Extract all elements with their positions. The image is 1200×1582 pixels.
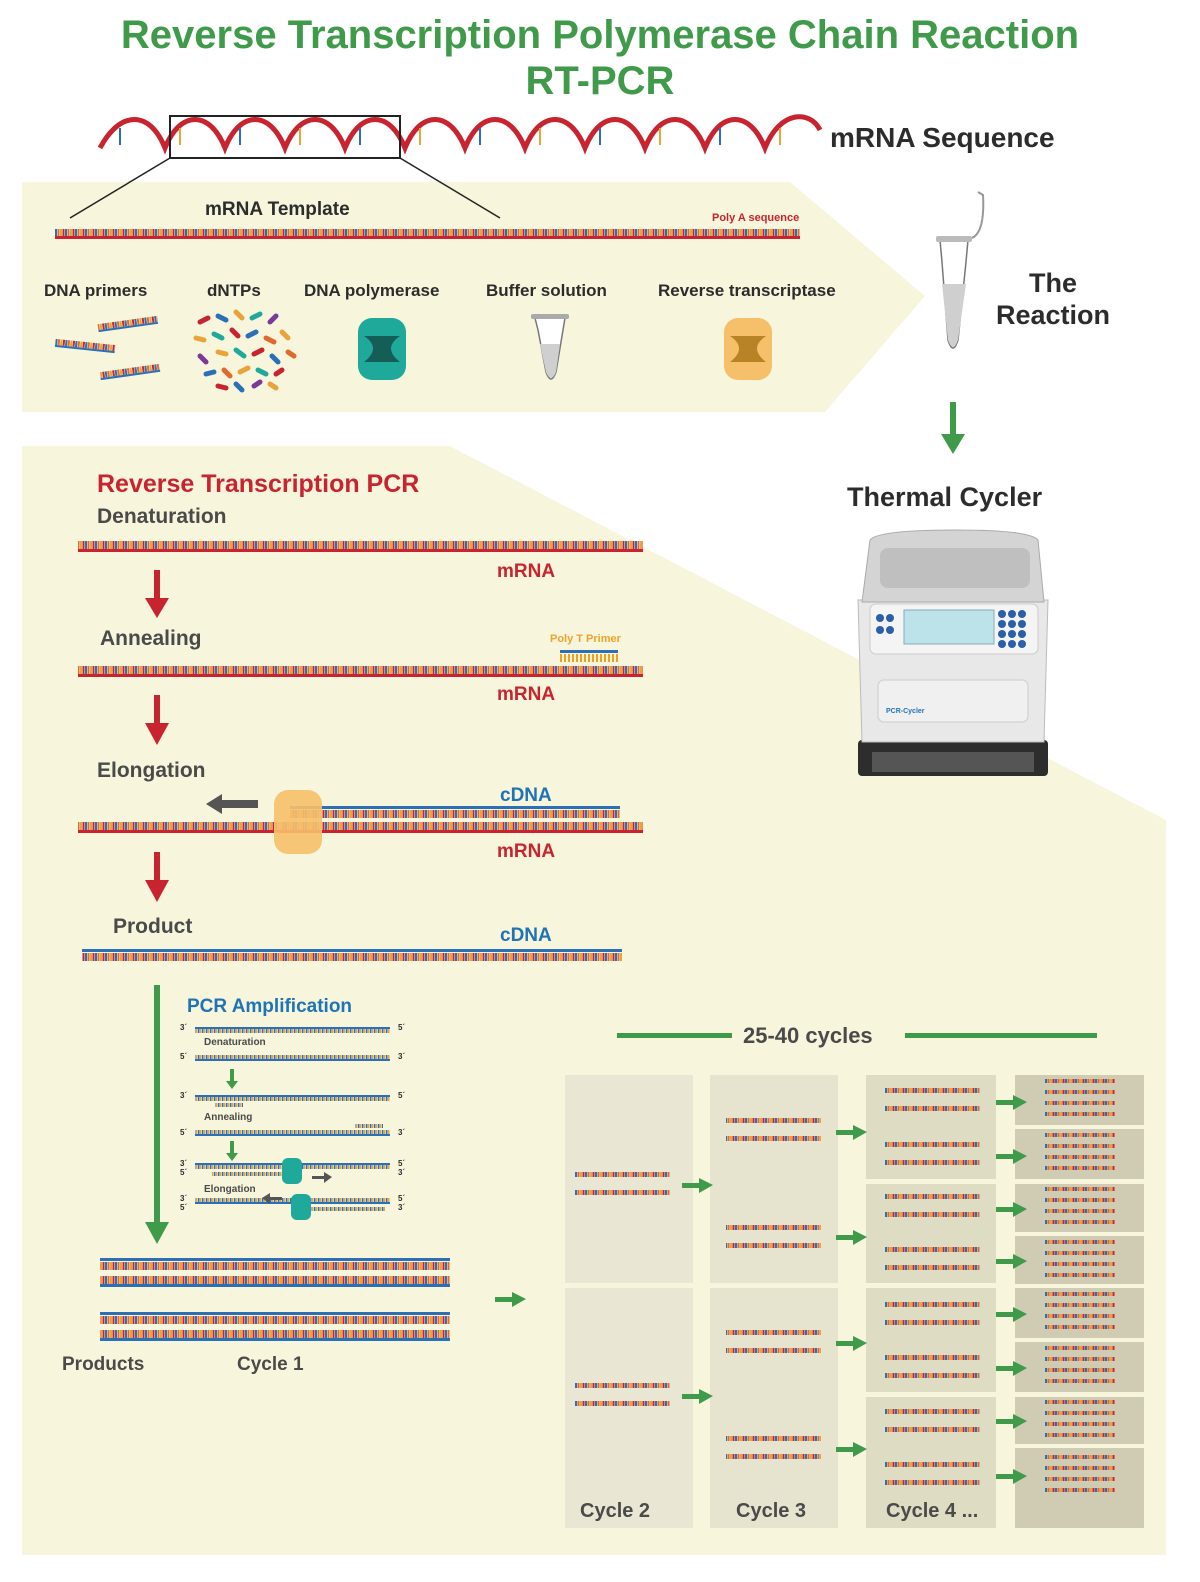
reagents-panel bbox=[22, 182, 925, 412]
amp-5prime-b: 5´ bbox=[180, 1052, 188, 1061]
rt-pcr-heading: Reverse Transcription PCR bbox=[97, 470, 420, 498]
poly-t-primer-strand bbox=[560, 650, 618, 662]
green-arrow-long bbox=[145, 985, 169, 1244]
thermal-cycler-label: Thermal Cycler bbox=[847, 482, 1043, 512]
mrna-template-strand bbox=[55, 229, 800, 239]
cycle2-label: Cycle 2 bbox=[580, 1500, 651, 1522]
pcr-amp-strands bbox=[195, 1027, 390, 1220]
dna-polymerase-icon bbox=[358, 318, 406, 380]
dntps-icon bbox=[193, 309, 297, 393]
denaturation-mrna-strand bbox=[78, 541, 643, 552]
poly-t-primer-label: Poly T Primer bbox=[550, 633, 621, 645]
cycles-line-right bbox=[905, 1033, 1097, 1038]
main-title-line1: Reverse Transcription Polymerase Chain R… bbox=[120, 13, 1080, 57]
step-product: Product bbox=[113, 915, 193, 938]
step-denaturation: Denaturation bbox=[97, 505, 227, 528]
amp-5prime-f: 5´ bbox=[180, 1168, 188, 1177]
annealing-mrna-strand bbox=[78, 666, 643, 677]
reagent-dna-polymerase: DNA polymerase bbox=[304, 281, 440, 300]
products-label: Products bbox=[62, 1354, 145, 1375]
pcr-amplification-heading: PCR Amplification bbox=[187, 996, 353, 1017]
thermal-cycler-machine bbox=[857, 529, 1049, 776]
amp-5prime-c: 5´ bbox=[398, 1091, 406, 1100]
amp-5prime-d: 5´ bbox=[180, 1128, 188, 1137]
mrna-label-2: mRNA bbox=[497, 684, 556, 705]
cycles-count-label: 25-40 cycles bbox=[743, 1023, 873, 1048]
red-arrow-2 bbox=[145, 695, 169, 745]
cycle-mini-dna bbox=[575, 1088, 980, 1485]
reverse-transcriptase-icon bbox=[724, 318, 772, 380]
thermal-cycler-brand: PCR-Cycler bbox=[886, 708, 925, 715]
amp-5prime-h: 5´ bbox=[180, 1203, 188, 1212]
amp-5prime-e: 5´ bbox=[398, 1159, 406, 1168]
reagent-dntps: dNTPs bbox=[207, 281, 261, 300]
red-arrow-1 bbox=[145, 570, 169, 618]
reaction-label-line1: The bbox=[1028, 268, 1077, 298]
cdna-label-2: cDNA bbox=[500, 925, 552, 946]
product-cdna-strand bbox=[82, 949, 622, 961]
cycle-arrows bbox=[682, 1095, 1027, 1484]
cycles-line-left bbox=[617, 1033, 732, 1038]
amp-3prime-a: 3´ bbox=[180, 1023, 188, 1032]
mrna-sequence-label: mRNA Sequence bbox=[830, 122, 1055, 153]
mrna-label-3: mRNA bbox=[497, 841, 556, 862]
amp-3prime-d: 3´ bbox=[398, 1128, 406, 1137]
reagent-reverse-transcriptase: Reverse transcriptase bbox=[658, 281, 836, 300]
elongation-strands bbox=[78, 806, 643, 833]
elongation-enzyme bbox=[274, 790, 322, 854]
reaction-label-line2: Reaction bbox=[995, 300, 1111, 330]
cycle1-label: Cycle 1 bbox=[237, 1354, 304, 1375]
amp-3prime-h: 3´ bbox=[398, 1203, 406, 1212]
cdna-label-1: cDNA bbox=[500, 785, 552, 806]
step-elongation: Elongation bbox=[97, 759, 206, 782]
main-title-line2: RT-PCR bbox=[525, 59, 675, 103]
reagent-buffer-solution: Buffer solution bbox=[486, 281, 607, 300]
cycle1-products bbox=[100, 1258, 450, 1341]
elongation-direction-arrow bbox=[206, 794, 258, 814]
poly-a-label: Poly A sequence bbox=[712, 212, 800, 224]
arrow-to-cycle2 bbox=[495, 1292, 526, 1307]
amp-3prime-g: 3´ bbox=[180, 1194, 188, 1203]
amp-3prime-b: 3´ bbox=[398, 1052, 406, 1061]
step-annealing: Annealing bbox=[100, 627, 202, 650]
amp-annealing: Annealing bbox=[204, 1112, 253, 1123]
mrna-label-1: mRNA bbox=[497, 561, 556, 582]
mrna-sequence-wave bbox=[97, 114, 823, 155]
cycle-columns bbox=[565, 1075, 1144, 1528]
cycle3-label: Cycle 3 bbox=[736, 1500, 807, 1522]
amp-elongation: Elongation bbox=[204, 1184, 256, 1195]
buffer-tube-icon bbox=[531, 314, 569, 380]
cycle4-label: Cycle 4 ... bbox=[886, 1500, 979, 1522]
amp-3prime-e: 3´ bbox=[180, 1159, 188, 1168]
amp-denaturation: Denaturation bbox=[204, 1037, 266, 1048]
amp-3prime-f: 3´ bbox=[398, 1168, 406, 1177]
dna-primers-icon bbox=[54, 315, 161, 381]
reagent-dna-primers: DNA primers bbox=[44, 281, 148, 300]
red-arrow-3 bbox=[145, 852, 169, 902]
down-arrow-to-cycler bbox=[941, 402, 965, 454]
amp-3prime-c: 3´ bbox=[180, 1091, 188, 1100]
mrna-template-label: mRNA Template bbox=[205, 199, 350, 220]
amp-5prime-g: 5´ bbox=[398, 1194, 406, 1203]
cycle5-mini-dna bbox=[1045, 1079, 1115, 1492]
reaction-tube-icon bbox=[936, 191, 985, 349]
amp-5prime-a: 5´ bbox=[398, 1023, 406, 1032]
zoom-box bbox=[169, 115, 401, 159]
